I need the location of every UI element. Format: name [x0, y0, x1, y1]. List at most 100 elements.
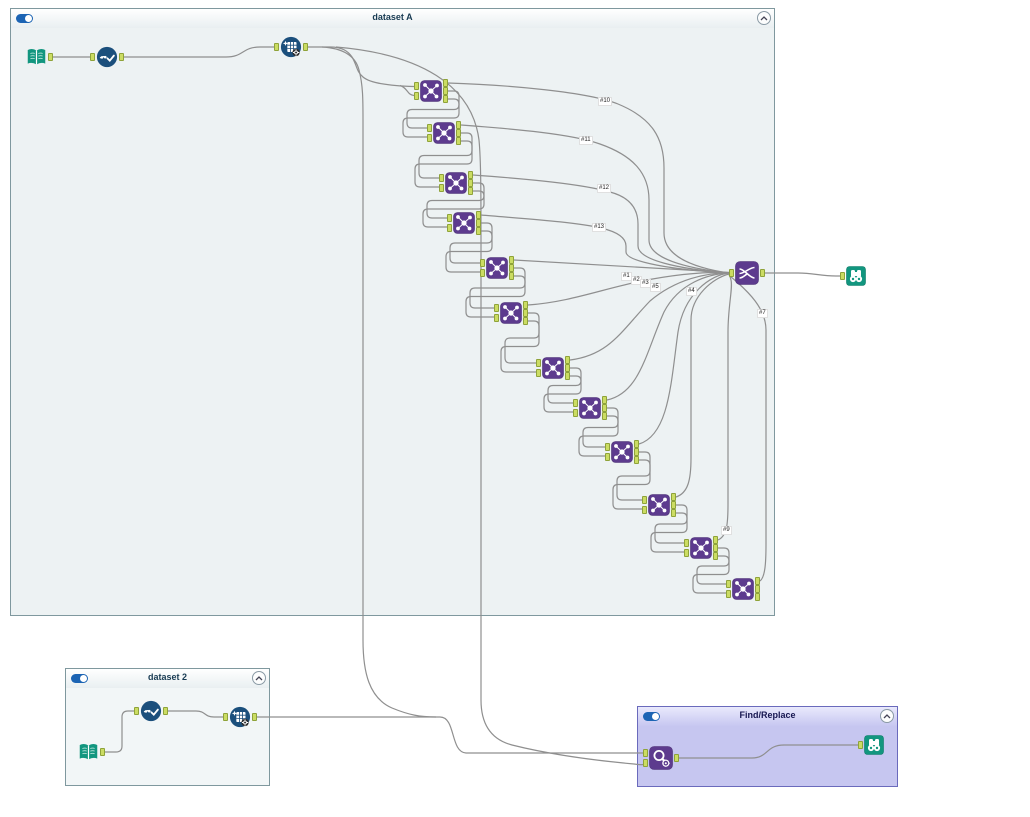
container-enable-toggle[interactable] [71, 674, 88, 683]
join-tool-3-input-anchor[interactable] [439, 184, 444, 192]
join-tool-10-input-anchor[interactable] [642, 496, 647, 504]
join-tool-2-output-anchor[interactable] [456, 129, 461, 137]
collapse-button[interactable] [757, 11, 771, 25]
join-tool-8-input-anchor[interactable] [573, 409, 578, 417]
select-tool-a[interactable] [96, 46, 118, 73]
join-tool-9-output-anchor[interactable] [634, 448, 639, 456]
join-tool-8-output-anchor[interactable] [602, 396, 607, 404]
join-tool-10[interactable] [648, 494, 670, 521]
join-tool-5[interactable] [486, 257, 508, 284]
join-tool-9[interactable] [611, 441, 633, 468]
join-tool-4-input-anchor[interactable] [447, 224, 452, 232]
join-tool-10-input-anchor[interactable] [642, 506, 647, 514]
input-data-tool-a-output-anchor[interactable] [47, 53, 53, 61]
browse-tool-find-replace-input-anchor[interactable] [858, 741, 863, 749]
join-tool-4-output-anchor[interactable] [476, 219, 481, 227]
join-tool-1-output-anchor[interactable] [443, 87, 448, 95]
join-tool-1-input-anchor[interactable] [414, 82, 419, 90]
browse-tool-find-replace[interactable] [864, 735, 884, 760]
join-tool-11-input-anchor[interactable] [684, 539, 689, 547]
input-data-tool-a[interactable] [26, 46, 47, 73]
join-tool-9-input-anchor[interactable] [605, 443, 610, 451]
join-tool-5-output-anchor[interactable] [509, 264, 514, 272]
join-tool-6-input-anchor[interactable] [494, 314, 499, 322]
select-tool-2-output-anchor[interactable] [163, 707, 168, 715]
container-enable-toggle[interactable] [16, 14, 33, 23]
join-tool-12-output-anchor[interactable] [755, 577, 760, 585]
join-tool-4-input-anchor[interactable] [447, 214, 452, 222]
join-tool-7-output-anchor[interactable] [565, 372, 570, 380]
container-enable-toggle[interactable] [643, 712, 660, 721]
join-tool-1-input-anchor[interactable] [414, 92, 419, 100]
join-tool-12-input-anchor[interactable] [726, 590, 731, 598]
join-tool-7-input-anchor[interactable] [536, 359, 541, 367]
data-cleansing-tool-a[interactable] [280, 36, 302, 63]
join-tool-11-input-anchor[interactable] [684, 549, 689, 557]
join-tool-6-output-anchor[interactable] [523, 309, 528, 317]
join-tool-1-output-anchor[interactable] [443, 95, 448, 103]
join-tool-12[interactable] [732, 578, 754, 605]
data-cleansing-tool-a-input-anchor[interactable] [274, 43, 279, 51]
union-tool[interactable] [735, 261, 759, 290]
join-tool-1-output-anchor[interactable] [443, 79, 448, 87]
join-tool-3-input-anchor[interactable] [439, 174, 444, 182]
data-cleansing-tool-2[interactable] [229, 706, 251, 733]
join-tool-10-output-anchor[interactable] [671, 509, 676, 517]
join-tool-5-output-anchor[interactable] [509, 272, 514, 280]
join-tool-9-output-anchor[interactable] [634, 456, 639, 464]
join-tool-7-input-anchor[interactable] [536, 369, 541, 377]
join-tool-11[interactable] [690, 537, 712, 564]
join-tool-4-output-anchor[interactable] [476, 211, 481, 219]
join-tool-10-output-anchor[interactable] [671, 501, 676, 509]
find-replace-tool-output-anchor[interactable] [674, 754, 679, 762]
container-find-replace-header[interactable]: Find/Replace [638, 707, 897, 727]
collapse-button[interactable] [880, 709, 894, 723]
join-tool-6[interactable] [500, 302, 522, 329]
join-tool-9-output-anchor[interactable] [634, 440, 639, 448]
join-tool-2[interactable] [433, 122, 455, 149]
find-replace-tool[interactable] [649, 746, 673, 775]
container-dataset-2-header[interactable]: dataset 2 [66, 669, 269, 689]
join-tool-5-output-anchor[interactable] [509, 256, 514, 264]
data-cleansing-tool-2-output-anchor[interactable] [252, 713, 257, 721]
join-tool-9-input-anchor[interactable] [605, 453, 610, 461]
join-tool-3[interactable] [445, 172, 467, 199]
join-tool-6-output-anchor[interactable] [523, 317, 528, 325]
join-tool-8-output-anchor[interactable] [602, 404, 607, 412]
browse-tool-a[interactable] [846, 266, 866, 291]
join-tool-6-output-anchor[interactable] [523, 301, 528, 309]
join-tool-10-output-anchor[interactable] [671, 493, 676, 501]
browse-tool-a-input-anchor[interactable] [840, 272, 845, 280]
join-tool-3-output-anchor[interactable] [468, 187, 473, 195]
join-tool-7-output-anchor[interactable] [565, 364, 570, 372]
join-tool-7-output-anchor[interactable] [565, 356, 570, 364]
join-tool-12-output-anchor[interactable] [755, 593, 760, 601]
select-tool-2[interactable] [140, 700, 162, 727]
union-tool-output-anchor[interactable] [760, 269, 765, 277]
data-cleansing-tool-a-output-anchor[interactable] [303, 43, 308, 51]
input-data-tool-2[interactable] [78, 741, 99, 768]
join-tool-12-input-anchor[interactable] [726, 580, 731, 588]
join-tool-5-input-anchor[interactable] [480, 269, 485, 277]
select-tool-2-input-anchor[interactable] [134, 707, 139, 715]
join-tool-2-input-anchor[interactable] [427, 124, 432, 132]
join-tool-3-output-anchor[interactable] [468, 171, 473, 179]
join-tool-1[interactable] [420, 80, 442, 107]
container-dataset-a-header[interactable]: dataset A [11, 9, 774, 29]
find-replace-tool-input-anchor[interactable] [643, 749, 648, 757]
data-cleansing-tool-2-input-anchor[interactable] [223, 713, 228, 721]
find-replace-tool-input-anchor[interactable] [643, 759, 648, 767]
select-tool-a-input-anchor[interactable] [90, 53, 95, 61]
join-tool-11-output-anchor[interactable] [713, 552, 718, 560]
join-tool-4-output-anchor[interactable] [476, 227, 481, 235]
join-tool-2-output-anchor[interactable] [456, 121, 461, 129]
join-tool-6-input-anchor[interactable] [494, 304, 499, 312]
join-tool-8[interactable] [579, 397, 601, 424]
join-tool-2-input-anchor[interactable] [427, 134, 432, 142]
join-tool-8-output-anchor[interactable] [602, 412, 607, 420]
union-tool-input-anchor[interactable] [729, 269, 734, 277]
input-data-tool-2-output-anchor[interactable] [99, 748, 105, 756]
collapse-button[interactable] [252, 671, 266, 685]
join-tool-8-input-anchor[interactable] [573, 399, 578, 407]
join-tool-5-input-anchor[interactable] [480, 259, 485, 267]
